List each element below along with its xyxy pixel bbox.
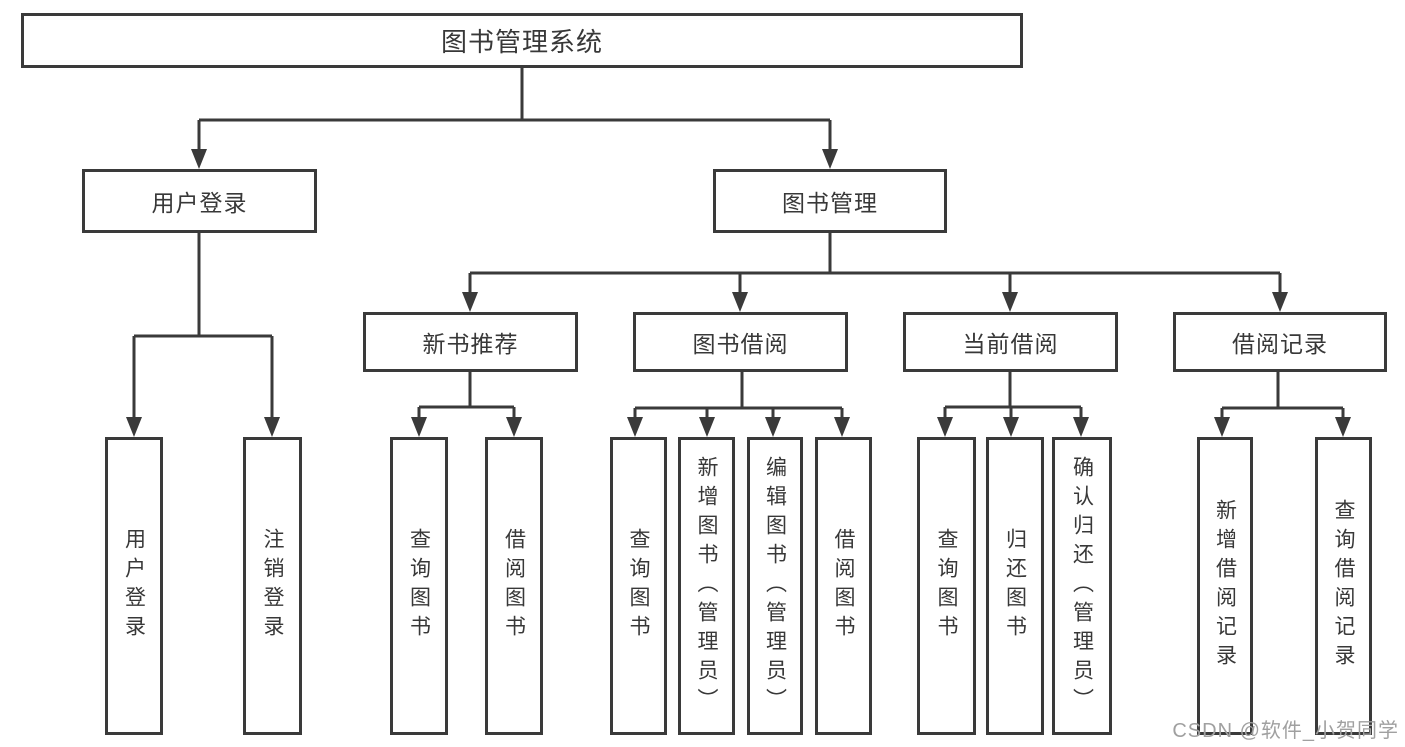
leaf-logout-label: 注销登录	[261, 528, 284, 644]
leaf-query-borrow-record-label: 查询借阅记录	[1332, 499, 1355, 673]
node-root-library-system: 图书管理系统	[21, 13, 1023, 68]
node-current-borrow: 当前借阅	[903, 312, 1118, 372]
leaf-edit-book-admin-label: 编辑图书（管理员）	[763, 455, 787, 717]
leaf-confirm-return-admin: 确认归还（管理员）	[1052, 437, 1112, 735]
leaf-borrow-books-recommend: 借阅图书	[485, 437, 543, 735]
csdn-watermark: CSDN @软件_小贺同学	[1172, 720, 1399, 742]
node-book-management: 图书管理	[713, 169, 947, 233]
leaf-return-books-label: 归还图书	[1003, 528, 1027, 644]
leaf-add-borrow-record-label: 新增借阅记录	[1213, 499, 1237, 673]
arrowheads	[126, 149, 1351, 437]
leaf-confirm-return-admin-label: 确认归还（管理员）	[1070, 455, 1094, 717]
leaf-borrow-books-recommend-label: 借阅图书	[502, 528, 526, 644]
leaf-logout: 注销登录	[243, 437, 302, 735]
node-borrow-records: 借阅记录	[1173, 312, 1387, 372]
leaf-query-books-borrow-label: 查询图书	[627, 528, 650, 644]
leaf-add-book-admin-label: 新增图书（管理员）	[695, 455, 718, 717]
leaf-add-borrow-record: 新增借阅记录	[1197, 437, 1253, 735]
leaf-add-book-admin: 新增图书（管理员）	[678, 437, 735, 735]
node-new-book-recommend: 新书推荐	[363, 312, 578, 372]
leaf-query-books-current-label: 查询图书	[935, 528, 958, 644]
leaf-user-login: 用户登录	[105, 437, 163, 735]
node-book-borrow: 图书借阅	[633, 312, 848, 372]
node-user-login: 用户登录	[82, 169, 317, 233]
leaf-return-books: 归还图书	[986, 437, 1044, 735]
leaf-query-books-recommend: 查询图书	[390, 437, 448, 735]
leaf-query-books-borrow: 查询图书	[610, 437, 667, 735]
leaf-borrow-books-label: 借阅图书	[832, 528, 855, 644]
leaf-query-books-current: 查询图书	[917, 437, 976, 735]
leaf-query-books-recommend-label: 查询图书	[407, 528, 431, 644]
leaf-query-borrow-record: 查询借阅记录	[1315, 437, 1372, 735]
leaf-user-login-label: 用户登录	[122, 528, 146, 644]
leaf-edit-book-admin: 编辑图书（管理员）	[747, 437, 803, 735]
leaf-borrow-books: 借阅图书	[815, 437, 872, 735]
